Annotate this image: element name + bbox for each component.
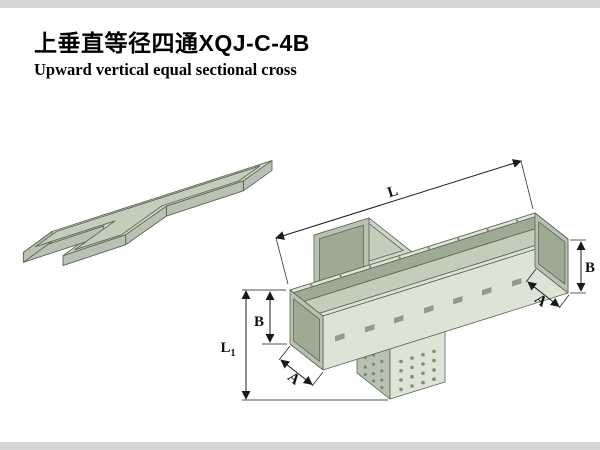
top-border-bar bbox=[0, 0, 600, 8]
bottom-border-bar bbox=[0, 442, 600, 450]
dimension-B-left: B bbox=[254, 291, 287, 345]
iso-view-figure: L L1 B A B A bbox=[220, 159, 595, 401]
plan-view-figure bbox=[22, 160, 273, 267]
extension-line bbox=[525, 268, 537, 283]
plan-stem-end-face bbox=[62, 234, 127, 267]
dimension-B-right: B bbox=[570, 239, 595, 294]
dimension-line bbox=[527, 281, 560, 308]
dimension-line bbox=[275, 159, 522, 240]
dimension-line bbox=[280, 359, 313, 386]
dimension-label-L1: L1 bbox=[220, 340, 235, 359]
extension-line bbox=[520, 160, 534, 210]
tray-left-end-opening bbox=[293, 298, 320, 362]
dimension-label-B-right: B bbox=[585, 260, 595, 276]
dimension-label-L: L bbox=[386, 183, 400, 201]
plan-side-faces bbox=[22, 160, 273, 267]
product-title: 上垂直等径四通XQJ-C-4B bbox=[34, 30, 310, 56]
dimension-label-A-left: A bbox=[284, 369, 303, 388]
tray-right-end-opening bbox=[538, 221, 566, 285]
dimension-L: L bbox=[275, 159, 534, 285]
extension-line bbox=[278, 345, 291, 361]
product-subtitle: Upward vertical equal sectional cross bbox=[34, 60, 297, 79]
extension-line bbox=[275, 237, 289, 285]
extension-line bbox=[558, 294, 570, 309]
perforation-slots-front-rail bbox=[335, 278, 522, 342]
dimension-label-B-left: B bbox=[254, 314, 264, 330]
dimension-L1: L1 bbox=[220, 289, 388, 401]
extension-line bbox=[311, 371, 324, 387]
plan-inner-rim bbox=[34, 165, 261, 251]
